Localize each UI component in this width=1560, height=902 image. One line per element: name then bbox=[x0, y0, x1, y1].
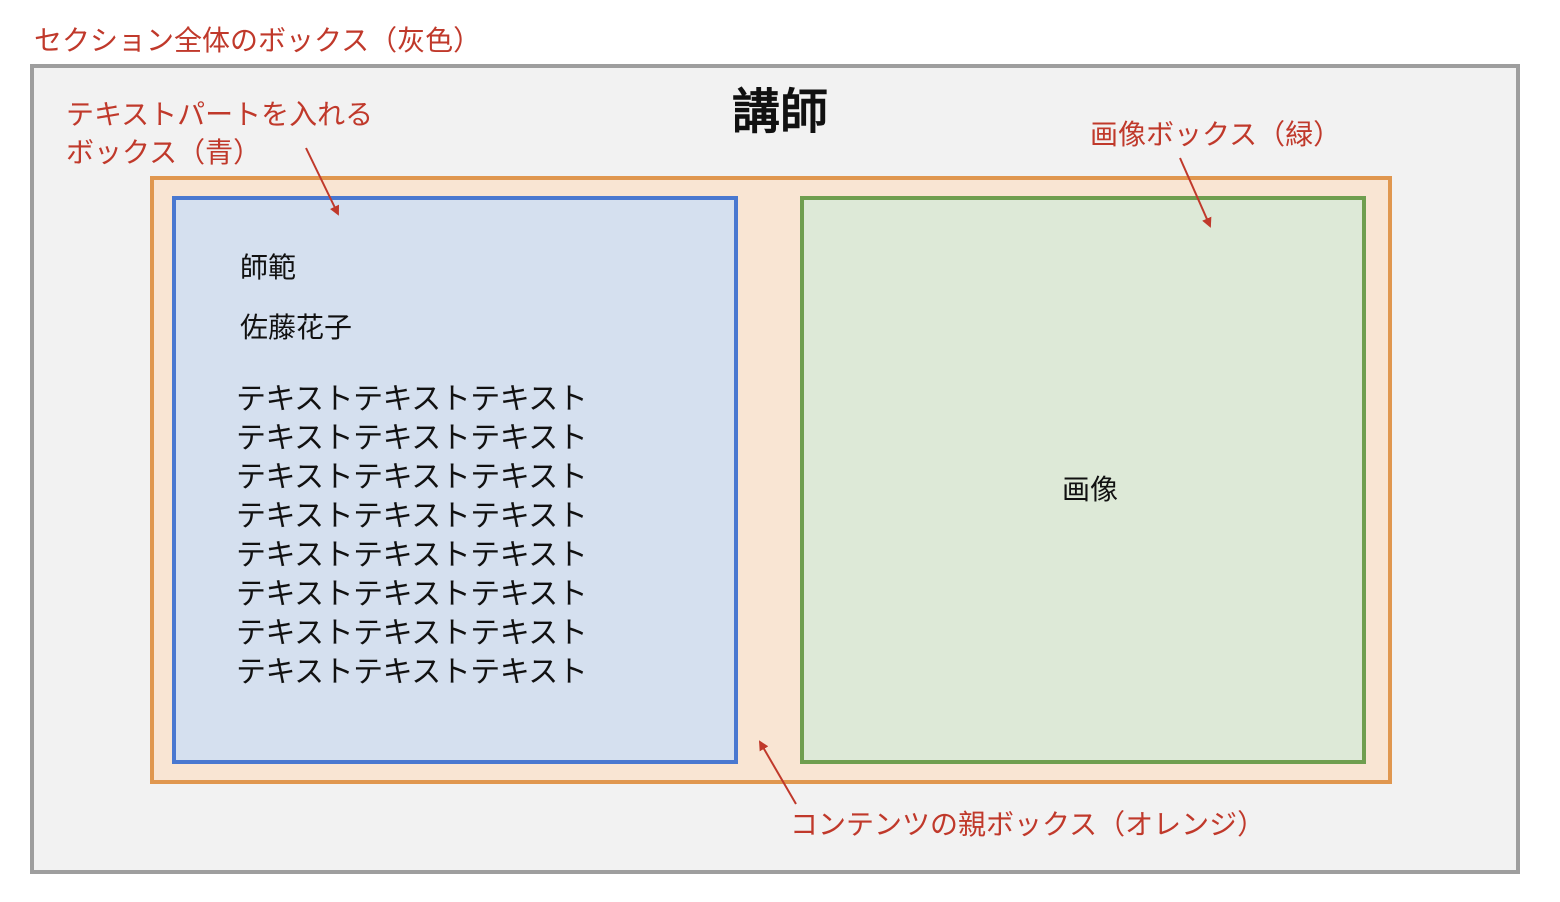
body-text-line: テキストテキストテキスト bbox=[236, 655, 588, 690]
annotation-content-box: コンテンツの親ボックス（オレンジ） bbox=[790, 808, 1266, 841]
body-text-line: テキストテキストテキスト bbox=[236, 616, 588, 651]
annotation-text-box-line1: テキストパートを入れる bbox=[66, 98, 374, 131]
body-text-line: テキストテキストテキスト bbox=[236, 577, 588, 612]
body-text-line: テキストテキストテキスト bbox=[236, 499, 588, 534]
annotation-text-box: テキストパートを入れる ボックス（青） bbox=[66, 96, 373, 172]
annotation-section-box: セクション全体のボックス（灰色） bbox=[34, 24, 482, 57]
text-box bbox=[172, 196, 738, 764]
body-text: テキストテキストテキスト テキストテキストテキスト テキストテキストテキスト テ… bbox=[236, 380, 588, 692]
annotation-image-box: 画像ボックス（緑） bbox=[1090, 118, 1342, 151]
body-text-line: テキストテキストテキスト bbox=[236, 421, 588, 456]
section-title: 講師 bbox=[731, 84, 828, 140]
image-placeholder-label: 画像 bbox=[1062, 473, 1119, 506]
instructor-role: 師範 bbox=[240, 251, 297, 284]
body-text-line: テキストテキストテキスト bbox=[236, 538, 588, 573]
body-text-line: テキストテキストテキスト bbox=[236, 382, 588, 417]
image-box bbox=[800, 196, 1366, 764]
annotation-text-box-line2: ボックス（青） bbox=[66, 136, 262, 169]
instructor-name: 佐藤花子 bbox=[240, 311, 353, 344]
body-text-line: テキストテキストテキスト bbox=[236, 460, 588, 495]
